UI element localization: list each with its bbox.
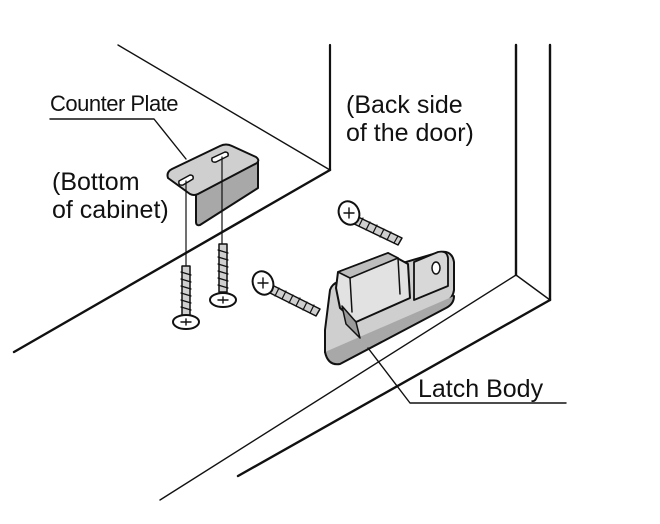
bottom-of-cabinet-label: (Bottom of cabinet) xyxy=(52,168,169,224)
latch-body-leader-line xyxy=(367,347,567,404)
latch-roller xyxy=(341,305,361,339)
cabinet-structure xyxy=(12,43,332,354)
door-screw-1 xyxy=(337,200,403,246)
door-panel xyxy=(159,43,552,501)
counter-plate xyxy=(166,143,260,269)
bottom-of-cabinet-line-2: of cabinet) xyxy=(52,196,169,224)
screw-thread xyxy=(217,249,229,289)
latch-screw-hole xyxy=(431,261,441,275)
latch-catch-inner-edge xyxy=(349,257,401,313)
counter-plate-top-face xyxy=(166,143,260,196)
bottom-of-cabinet-line-1: (Bottom xyxy=(52,168,140,196)
counter-plate-label: Counter Plate xyxy=(50,91,179,116)
screw-head-cross xyxy=(217,296,229,304)
screw-head-cross xyxy=(343,207,355,219)
latch-body-label: Latch Body xyxy=(418,375,544,403)
back-side-of-door-line-2: of the door) xyxy=(346,119,474,147)
door-bottom-edge xyxy=(159,274,517,501)
cabinet-top-edge xyxy=(117,44,331,171)
screw-head-cross xyxy=(180,318,192,326)
screw-head-cross xyxy=(257,277,269,289)
counter-plate-leader-line xyxy=(49,118,187,160)
latch-base-underside xyxy=(324,295,455,366)
counter-plate-slot-1 xyxy=(178,174,194,186)
door-corner-edge xyxy=(515,274,551,301)
door-screw-2 xyxy=(251,270,321,317)
screw-thread xyxy=(180,271,192,311)
door-front-edge xyxy=(236,298,552,478)
back-side-of-door-label: (Back side of the door) xyxy=(346,91,474,147)
cabinet-screw-1 xyxy=(172,265,200,330)
counter-plate-vertical-face xyxy=(195,159,259,227)
back-side-of-door-line-1: (Back side xyxy=(346,91,463,119)
latch-body xyxy=(324,250,455,366)
cabinet-screw-2 xyxy=(209,243,237,308)
counter-plate-slot-2 xyxy=(211,151,229,163)
cabinet-bottom-edge xyxy=(12,168,332,354)
